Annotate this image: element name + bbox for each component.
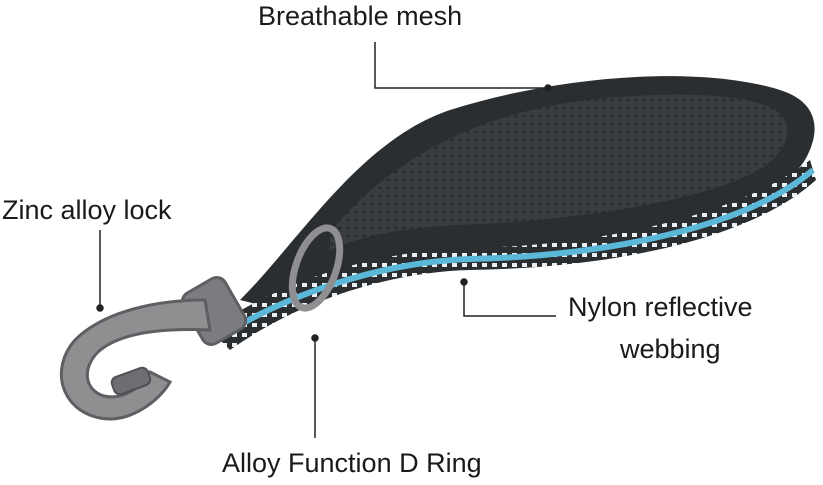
label-zinc-alloy-lock: Zinc alloy lock [2,195,172,225]
d-ring-shape [288,224,344,312]
locking-sleeve [110,366,152,396]
handle-mesh-padding [330,94,788,250]
label-webbing: webbing [620,334,721,364]
label-nylon-reflective: Nylon reflective [568,292,753,322]
reflective-webbing-band [210,160,816,350]
leader-lines [96,42,556,438]
label-breathable-mesh: Breathable mesh [258,1,463,31]
label-alloy-d-ring: Alloy Function D Ring [222,448,482,478]
clip-hook-body [59,298,212,421]
leader-line-nylon [463,282,556,317]
leader-line-mesh [374,42,548,89]
